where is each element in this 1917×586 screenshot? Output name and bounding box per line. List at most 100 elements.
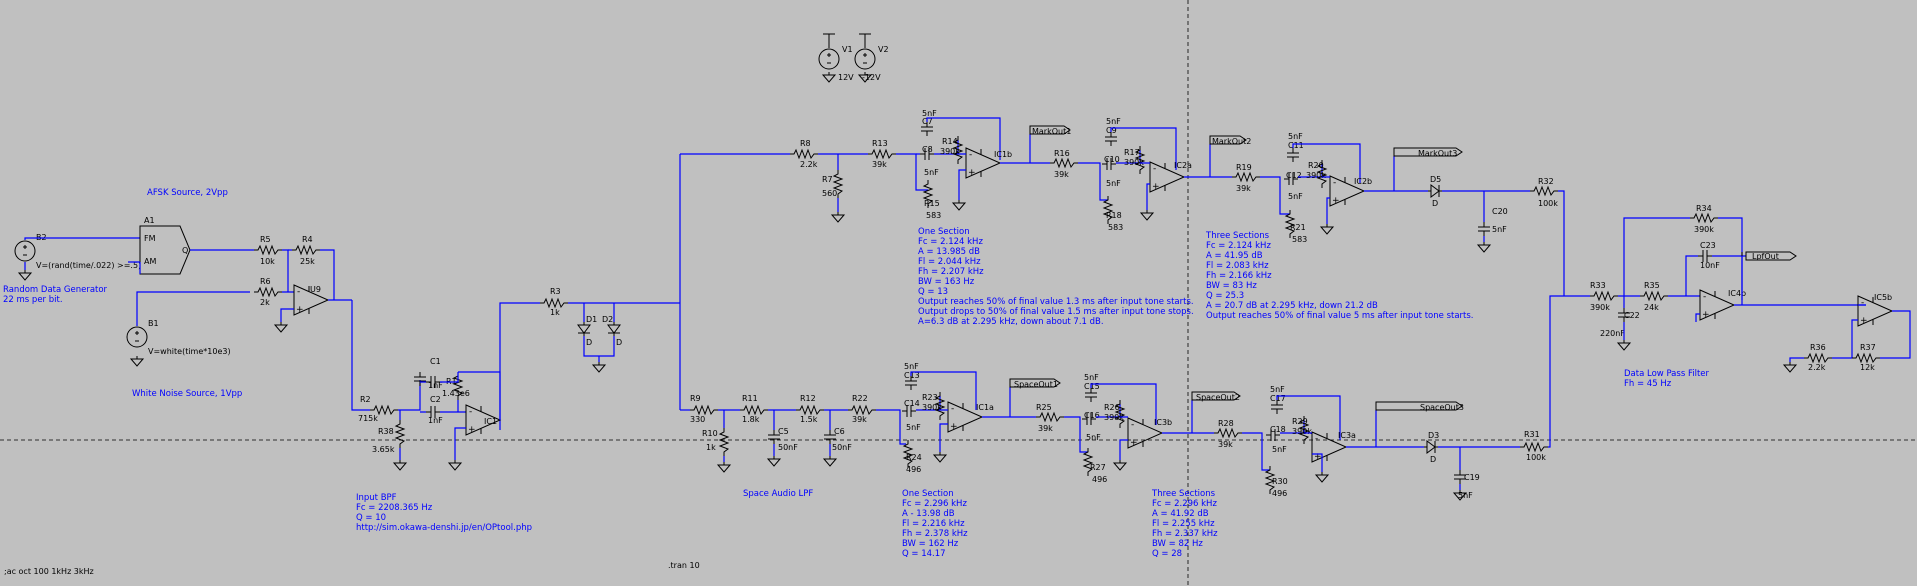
svg-text:V2: V2: [878, 45, 889, 54]
svg-text:39k: 39k: [1236, 184, 1251, 193]
svg-text:R8: R8: [800, 139, 811, 148]
supply-v2: V2 -12V: [854, 33, 889, 83]
svg-text:AM: AM: [144, 257, 156, 266]
comment-random-data-2: 22 ms per bit.: [3, 295, 63, 305]
svg-text:5nF: 5nF: [1272, 445, 1287, 454]
svg-text:Q: Q: [182, 246, 188, 255]
svg-text:A = 20.7 dB at 2.295 kHz, down: A = 20.7 dB at 2.295 kHz, down 21.2 dB: [1206, 301, 1378, 311]
svg-text:1.43e6: 1.43e6: [442, 389, 470, 398]
svg-text:583: 583: [926, 211, 941, 220]
svg-text:BW = 83 Hz: BW = 83 Hz: [1206, 281, 1257, 291]
svg-text:390k: 390k: [1104, 413, 1124, 422]
svg-text:R22: R22: [852, 394, 868, 403]
comment-space-lpf: Space Audio LPF: [743, 489, 813, 499]
svg-text:R2: R2: [360, 395, 371, 404]
svg-text:Q = 25.3: Q = 25.3: [1206, 291, 1244, 301]
svg-text:C16: C16: [1084, 411, 1100, 420]
svg-text:A - 13.98 dB: A - 13.98 dB: [902, 509, 955, 519]
svg-text:Q = 28: Q = 28: [1152, 549, 1182, 559]
svg-text:5nF: 5nF: [1288, 192, 1303, 201]
svg-text:R10: R10: [702, 429, 718, 438]
svg-text:390k: 390k: [940, 147, 960, 156]
svg-text:5nF: 5nF: [1086, 433, 1101, 442]
svg-text:R17: R17: [1124, 148, 1140, 157]
svg-text:R14: R14: [942, 137, 958, 146]
svg-text:5nF: 5nF: [922, 109, 937, 118]
svg-text:330: 330: [690, 415, 705, 424]
svg-text:R31: R31: [1524, 430, 1540, 439]
svg-text:A = 41.95 dB: A = 41.95 dB: [1206, 251, 1263, 261]
svg-text:390k: 390k: [1292, 427, 1312, 436]
svg-text:Fc = 2208.365 Hz: Fc = 2208.365 Hz: [356, 503, 433, 513]
svg-text:C10: C10: [1104, 155, 1120, 164]
svg-text:Fh = 2.378 kHz: Fh = 2.378 kHz: [902, 529, 968, 539]
flag-spaceout1: SpaceOut1: [1014, 380, 1058, 389]
svg-text:A1: A1: [144, 216, 155, 225]
flag-spaceout3: SpaceOut3: [1420, 403, 1464, 412]
svg-text:1.5k: 1.5k: [800, 415, 818, 424]
svg-text:IC3b: IC3b: [1154, 418, 1172, 427]
svg-text:5nF: 5nF: [1270, 385, 1285, 394]
svg-text:BW = 82 Hz: BW = 82 Hz: [1152, 539, 1203, 549]
svg-text:Output reaches 50% of final va: Output reaches 50% of final value 1.3 ms…: [918, 297, 1194, 307]
svg-text:R30: R30: [1272, 477, 1288, 486]
svg-text:390k: 390k: [1694, 225, 1714, 234]
svg-text:390k: 390k: [922, 403, 942, 412]
comment-white-noise: White Noise Source, 1Vpp: [132, 389, 242, 399]
flag-lpfout: LpfOut: [1752, 252, 1779, 261]
svg-text:One Section: One Section: [918, 227, 970, 237]
svg-text:IC1a: IC1a: [976, 403, 994, 412]
ac-directive: ;ac oct 100 1kHz 3kHz: [4, 567, 94, 576]
svg-text:C11: C11: [1288, 141, 1304, 150]
svg-text:R27: R27: [1090, 463, 1106, 472]
svg-text:C17: C17: [1270, 394, 1286, 403]
svg-text:1nF: 1nF: [428, 381, 443, 390]
svg-text:-12V: -12V: [862, 73, 881, 82]
svg-text:R7: R7: [822, 175, 833, 184]
svg-text:12k: 12k: [1860, 363, 1875, 372]
svg-text:R6: R6: [260, 277, 271, 286]
afsk-modulator-a1: A1 FM AM Q: [139, 216, 191, 275]
svg-text:C5: C5: [778, 427, 789, 436]
svg-text:Q = 10: Q = 10: [356, 513, 386, 523]
svg-text:V1: V1: [842, 45, 853, 54]
svg-text:2k: 2k: [260, 298, 270, 307]
svg-text:583: 583: [1108, 223, 1123, 232]
svg-text:39k: 39k: [1038, 424, 1053, 433]
svg-text:496: 496: [1272, 489, 1287, 498]
svg-text:10nF: 10nF: [1700, 261, 1720, 270]
svg-text:Fc = 2.296 kHz: Fc = 2.296 kHz: [902, 499, 967, 509]
svg-text:C6: C6: [834, 427, 845, 436]
svg-text:IC3a: IC3a: [1338, 431, 1356, 440]
svg-text:C20: C20: [1492, 207, 1508, 216]
svg-text:Fl = 2.216 kHz: Fl = 2.216 kHz: [902, 519, 965, 529]
svg-text:C12: C12: [1286, 171, 1302, 180]
svg-text:50nF: 50nF: [778, 443, 798, 452]
svg-text:1nF: 1nF: [428, 416, 443, 425]
tran-directive: .tran 10: [668, 561, 700, 570]
svg-text:50nF: 50nF: [832, 443, 852, 452]
svg-text:R5: R5: [260, 235, 271, 244]
flag-markout2: MarkOut2: [1212, 137, 1251, 146]
svg-text:R13: R13: [872, 139, 888, 148]
svg-text:B1: B1: [148, 319, 159, 328]
svg-text:5nF: 5nF: [1492, 225, 1507, 234]
svg-text:24k: 24k: [1644, 303, 1659, 312]
svg-text:Fh = 2.337 kHz: Fh = 2.337 kHz: [1152, 529, 1218, 539]
svg-text:5nF: 5nF: [1288, 132, 1303, 141]
source-b1: B1 V=white(time*10e3): [126, 319, 231, 367]
svg-text:R28: R28: [1218, 419, 1234, 428]
flag-markout1: MarkOut1: [1032, 127, 1071, 136]
svg-text:IC1b: IC1b: [994, 150, 1012, 159]
svg-text:R15: R15: [924, 199, 940, 208]
svg-text:R16: R16: [1054, 149, 1070, 158]
svg-text:496: 496: [906, 465, 921, 474]
svg-text:Output drops to 50% of final v: Output drops to 50% of final value 1.5 m…: [918, 307, 1194, 317]
svg-text:R21: R21: [1290, 223, 1306, 232]
svg-text:IC5b: IC5b: [1874, 293, 1892, 302]
svg-text:C18: C18: [1270, 425, 1286, 434]
svg-text:R25: R25: [1036, 403, 1052, 412]
svg-text:583: 583: [1292, 235, 1307, 244]
svg-text:Three Sections: Three Sections: [1205, 231, 1270, 241]
